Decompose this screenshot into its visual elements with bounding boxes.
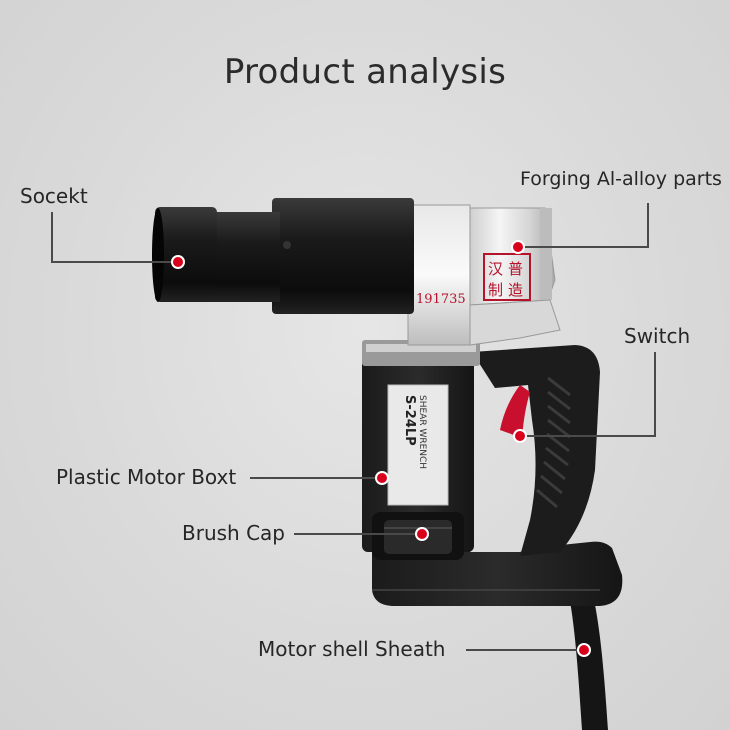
brand-char-2: 普 xyxy=(508,260,523,278)
marker-sheath xyxy=(577,643,591,657)
handle-grip-ridges xyxy=(536,376,571,509)
outer-sleeve xyxy=(272,198,414,314)
marker-motor-box xyxy=(375,471,389,485)
page-title: Product analysis xyxy=(223,52,507,92)
leader-forging xyxy=(518,203,649,248)
socket xyxy=(155,207,217,302)
label-socket: Socekt xyxy=(20,184,88,208)
label-motor-box: Plastic Motor Boxt xyxy=(56,465,237,489)
markers xyxy=(171,240,591,657)
power-cord xyxy=(568,590,608,730)
marker-brush-cap xyxy=(415,527,429,541)
brand-char-4: 造 xyxy=(508,281,523,299)
nameplate-model: S-24LP xyxy=(402,395,417,446)
marker-forging xyxy=(511,240,525,254)
gear-head xyxy=(407,204,471,346)
brand-char-3: 制 xyxy=(488,281,503,299)
handle xyxy=(472,345,600,556)
brand-char-1: 汉 xyxy=(488,260,503,278)
leader-socket xyxy=(51,212,178,263)
nameplate-title: SHEAR WRENCH xyxy=(417,395,427,469)
trigger-switch xyxy=(500,385,530,438)
label-switch: Switch xyxy=(624,324,691,348)
nameplate xyxy=(387,384,449,506)
leader-lines xyxy=(51,203,656,651)
serial-number: 191735 xyxy=(416,292,466,307)
leader-switch xyxy=(520,352,656,437)
brand-stamp xyxy=(483,253,531,301)
label-sheath: Motor shell Sheath xyxy=(258,637,446,661)
label-forging: Forging Al-alloy parts xyxy=(520,168,722,190)
marker-switch xyxy=(513,429,527,443)
label-brush-cap: Brush Cap xyxy=(182,521,285,545)
marker-socket xyxy=(171,255,185,269)
